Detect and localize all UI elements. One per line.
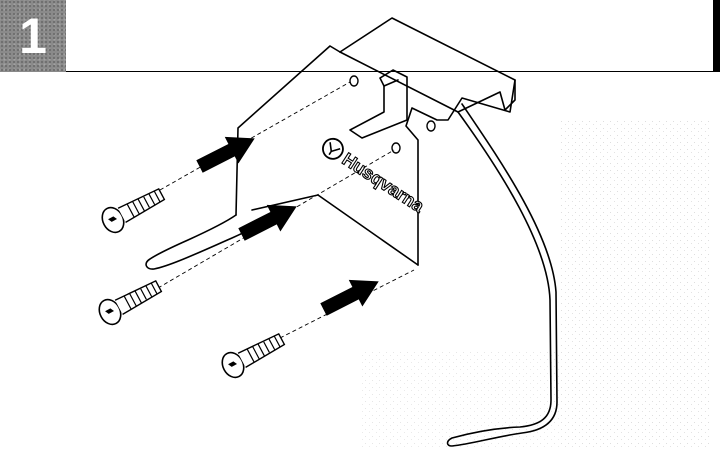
- mounting-bracket: [145, 17, 558, 447]
- screw-hole: [426, 120, 436, 132]
- background-texture: [360, 120, 710, 450]
- screw-2: [98, 279, 163, 326]
- frame-edge: [713, 0, 720, 72]
- screw-hole: [349, 75, 359, 87]
- brand-text: Husqvarna: [339, 149, 429, 217]
- arrow-2: [238, 204, 297, 241]
- arrow-3: [320, 279, 379, 316]
- screw-3: [221, 332, 286, 379]
- screw-hole: [391, 142, 401, 154]
- screw-1: [101, 187, 166, 234]
- screw-holes: [349, 75, 436, 154]
- step-number: 1: [19, 8, 47, 64]
- arrow-1: [196, 136, 255, 173]
- husqvarna-logo: Husqvarna: [322, 137, 429, 217]
- step-badge: 1: [0, 0, 66, 72]
- header-rule: [66, 71, 720, 72]
